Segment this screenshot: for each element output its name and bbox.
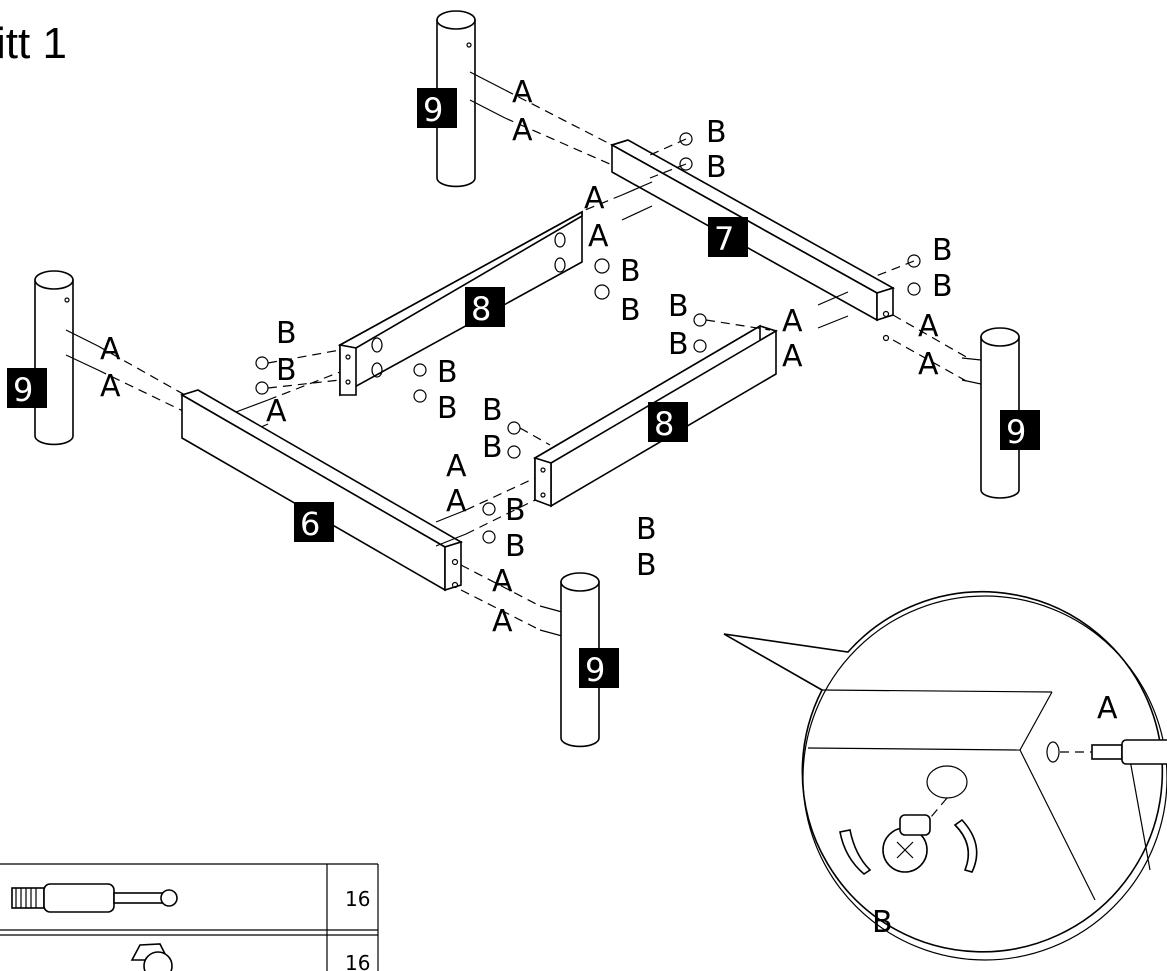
detail-label-a: A (1097, 691, 1118, 726)
cams-rail-6-left: B B (255, 316, 341, 395)
detail-callout: A B (723, 591, 1167, 961)
parts-table: 16 16 (0, 863, 379, 971)
label-a: A (266, 394, 287, 429)
label-b: B (636, 548, 657, 583)
label-a: A (918, 347, 939, 382)
label-b: B (706, 150, 727, 185)
label-a: A (782, 304, 803, 339)
rail-7: 7 (609, 139, 896, 342)
cams-extra: B B (636, 512, 657, 583)
label-a: A (512, 75, 533, 110)
rail-8-back: 8 (337, 210, 583, 397)
qty-cam: 16 (345, 951, 370, 971)
leg-left: 9 (7, 270, 74, 446)
part-label-6: 6 (300, 505, 320, 543)
dowels-left-leg: A A (65, 329, 186, 413)
leg-right: 9 (961, 327, 1040, 499)
label-a: A (100, 369, 121, 404)
cams-rail-7-right: B B (875, 233, 953, 304)
label-a: A (782, 339, 803, 374)
label-b: B (636, 512, 657, 547)
label-b: B (620, 254, 641, 289)
label-b: B (482, 430, 503, 465)
label-b: B (437, 355, 458, 390)
cams-rail-8-front-left: B B (482, 393, 551, 465)
dowels-rail-7-left: A A (584, 181, 653, 254)
label-a: A (588, 219, 609, 254)
cams-rail-7-left: B B (649, 115, 727, 185)
cams-rail-8-back-left: B B (413, 355, 458, 426)
label-a: A (446, 449, 467, 484)
label-b: B (505, 529, 526, 564)
label-b: B (276, 353, 297, 388)
part-label-7: 7 (714, 220, 734, 258)
label-b: B (932, 269, 953, 304)
label-b: B (620, 293, 641, 328)
part-label-8-back: 8 (471, 290, 491, 328)
label-b: B (437, 391, 458, 426)
part-label-9-bottom: 9 (585, 651, 605, 689)
label-b: B (668, 289, 689, 324)
label-a: A (918, 309, 939, 344)
dowels-rail-6-right: A A (435, 449, 536, 547)
rail-6: 6 (180, 389, 463, 592)
step-title: itt 1 (0, 19, 67, 68)
detail-label-b: B (872, 905, 893, 940)
label-b: B (706, 115, 727, 150)
label-b: B (482, 393, 503, 428)
label-a: A (584, 181, 605, 216)
label-b: B (505, 493, 526, 528)
dowels-rail-7-right: A A A A (782, 291, 969, 383)
label-b: B (668, 327, 689, 362)
label-b: B (932, 233, 953, 268)
cams-rail-6-right: B B (482, 493, 526, 564)
rail-8-front: 8 (533, 324, 778, 508)
dowels-top-leg: A A (469, 71, 613, 166)
dowel-icon (11, 883, 178, 913)
label-a: A (512, 113, 533, 148)
label-a: A (492, 604, 513, 639)
cam-icon (130, 943, 173, 971)
leg-bottom: 9 (560, 572, 619, 748)
cams-rail-8-back-right: B B (594, 254, 641, 328)
part-label-9-top: 9 (423, 91, 443, 129)
label-a: A (492, 564, 513, 599)
part-label-9-right: 9 (1006, 413, 1026, 451)
part-label-9-left: 9 (13, 371, 33, 409)
qty-dowel: 16 (345, 887, 370, 911)
dowels-bottom-leg: A A (460, 564, 563, 639)
label-a: A (100, 332, 121, 367)
label-b: B (276, 316, 297, 351)
cams-rail-8-front-right: B B (668, 289, 771, 362)
part-label-8-front: 8 (654, 405, 674, 443)
leg-top: 9 (417, 10, 476, 188)
label-a: A (446, 484, 467, 519)
